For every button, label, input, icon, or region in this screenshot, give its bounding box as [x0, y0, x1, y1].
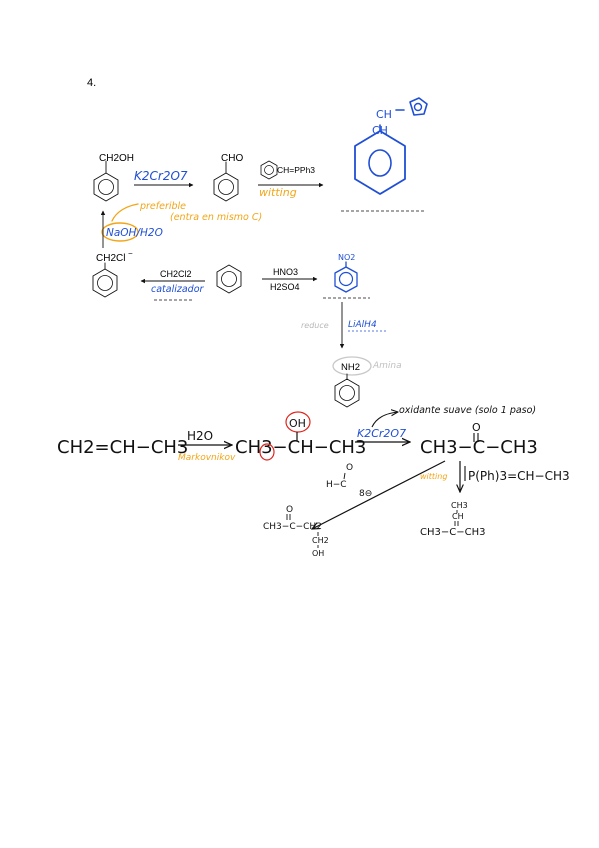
- reduce-label: reduce: [301, 321, 329, 330]
- reducing-agent: LiAlH4: [348, 320, 377, 330]
- acetone: CH3−C−CH3: [420, 437, 538, 458]
- benzyl-chloride-label: CH2Cl: [96, 253, 125, 264]
- note-pointer-arrow: [371, 412, 398, 428]
- benzyl-alcohol-structure: [93, 160, 119, 202]
- oxidant-note: oxidante suave (solo 1 paso): [399, 405, 536, 416]
- oxidant-2: K2Cr2O7: [357, 427, 406, 440]
- note-preferible: preferible: [139, 201, 186, 212]
- aldol-oh: OH: [312, 549, 324, 558]
- ketone-oxygen: O: [472, 421, 481, 434]
- aldol-product-main: CH3−C−CH2: [263, 522, 322, 532]
- amine-label: Amina: [372, 361, 402, 371]
- note-same-carbon: (entra en mismo C): [170, 212, 262, 223]
- hydrolysis-reagent: NaOH/H2O: [106, 227, 163, 239]
- ylide-2: P(Ph)3=CH−CH3: [468, 469, 570, 483]
- aldol-ch2: CH2: [312, 536, 329, 545]
- oxidant-label: K2Cr2O7: [134, 169, 188, 183]
- witting-label-2: witting: [420, 472, 447, 481]
- nitric-acid: HNO3: [273, 267, 298, 277]
- hydroxide: 8⊖: [359, 489, 372, 499]
- isopropanol: CH3−CH−CH3: [235, 437, 366, 458]
- nitro-group: NO2: [338, 253, 355, 262]
- sulfuric-acid: H2SO4: [270, 282, 300, 292]
- alkene-ch: CH: [452, 512, 464, 521]
- formaldehyde-oxygen: O: [346, 463, 353, 473]
- nitrobenzene-structure: [334, 261, 358, 293]
- note-pointer-curve: [111, 203, 139, 222]
- benzyl-alcohol-label: CH2OH: [99, 153, 134, 164]
- benzene-structure: [216, 264, 242, 294]
- aniline-structure: [334, 373, 360, 408]
- hydroxyl-group: OH: [289, 417, 306, 430]
- product-vinyl-ch-1: CH: [376, 108, 392, 121]
- markovnikov-label: Markovnikov: [178, 453, 236, 463]
- dcm-reagent: CH2Cl2: [160, 269, 192, 279]
- reagent-circle-highlight: [101, 222, 139, 242]
- amine-group: NH2: [341, 362, 360, 373]
- oh-circle-highlight: [285, 411, 311, 433]
- catalyst-label: catalizador: [151, 284, 205, 295]
- amine-highlight-circle: [332, 356, 372, 376]
- product-vinyl-ch-2: CH: [372, 124, 388, 137]
- methyl-circle-highlight: [259, 443, 275, 461]
- formaldehyde-co-bond: [343, 472, 346, 480]
- benzaldehyde-label: CHO: [221, 153, 243, 164]
- benzyl-chloride-structure: [92, 262, 118, 298]
- witting-label-1: witting: [259, 186, 297, 199]
- propene: CH2=CH−CH3: [57, 437, 188, 458]
- alkene-ch3: CH3: [451, 501, 468, 510]
- ylide-phenyl-ring: [260, 160, 278, 180]
- benzaldehyde-structure: [213, 161, 239, 202]
- ylide-reagent: CH=PPh3: [277, 165, 315, 175]
- problem-number: 4.: [87, 77, 96, 89]
- aldol-oxygen: O: [286, 505, 293, 515]
- styrene-product-structure: [354, 97, 428, 195]
- formaldehyde: H−C: [326, 480, 347, 490]
- aldol-arrow: [312, 460, 446, 529]
- water-reagent: H2O: [187, 429, 213, 443]
- chloride-charge: −: [128, 249, 133, 258]
- alkene-main: CH3−C−CH3: [420, 527, 485, 538]
